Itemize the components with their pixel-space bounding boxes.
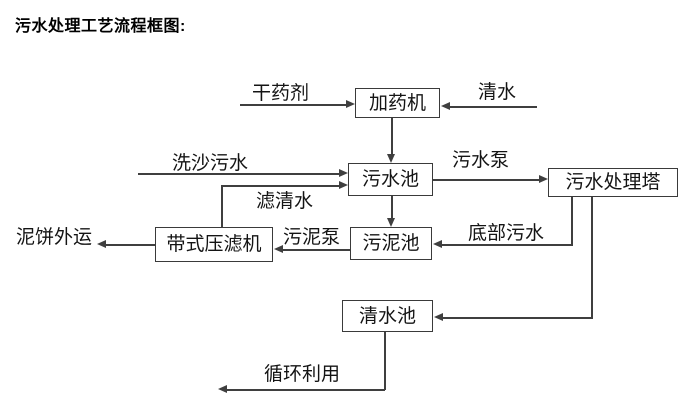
edge-dry-agent-line (240, 104, 346, 106)
edge-clean-water-line (450, 106, 537, 108)
edge-sludge-pump-arrowhead-icon (274, 245, 283, 253)
page-title: 污水处理工艺流程框图: (15, 18, 186, 35)
edge-mud-cake-line (106, 244, 155, 246)
edge-dosing-to-sewage-line (391, 118, 393, 154)
edge-mud-cake-arrowhead-icon (97, 240, 106, 248)
edge-label-dry-agent: 干药剂 (252, 83, 310, 104)
edge-label-recycling: 循环利用 (264, 364, 341, 385)
edge-tower-to-clear-arrowhead-icon (434, 313, 443, 321)
edge-recycling-vline (384, 332, 386, 390)
node-belt-filter-press: 带式压滤机 (155, 227, 273, 262)
edge-filtered-water-vline (221, 186, 223, 227)
edge-clean-water-arrowhead-icon (441, 102, 450, 110)
edge-dry-agent-arrowhead-icon (346, 100, 355, 108)
edge-label-sand-washing-sewage: 洗沙污水 (172, 153, 249, 174)
node-clear-water-pool: 清水池 (342, 300, 433, 332)
edge-label-sewage-pump: 污水泵 (452, 150, 510, 171)
node-treatment-tower: 污水处理塔 (548, 168, 678, 197)
edge-bottom-sewage-hline (442, 244, 572, 246)
edge-sand-washing-line (138, 173, 339, 175)
edge-label-mud-cake-transport: 泥饼外运 (16, 227, 93, 248)
edge-bottom-sewage-arrowhead-icon (433, 240, 442, 248)
edge-recycling-hline (227, 389, 385, 391)
edge-sewage-pump-arrowhead-icon (539, 175, 548, 183)
edge-sewage-to-sludge-arrowhead-icon (387, 218, 395, 227)
edge-sewage-pump-line (433, 179, 539, 181)
edge-label-filtered-clear-water: 滤清水 (256, 191, 314, 212)
edge-sewage-to-sludge-line (391, 196, 393, 218)
edge-label-bottom-sewage: 底部污水 (468, 223, 545, 244)
edge-dosing-to-sewage-arrowhead-icon (387, 154, 395, 163)
edge-recycling-arrowhead-icon (218, 385, 227, 393)
edge-label-sludge-pump: 污泥泵 (283, 227, 341, 248)
node-sludge-pool: 污泥池 (350, 227, 432, 260)
node-dosing-machine: 加药机 (355, 88, 440, 118)
edge-filtered-water-hline (221, 185, 339, 187)
edge-tower-to-clear-hline (443, 317, 592, 319)
edge-filtered-water-arrowhead-icon (339, 181, 348, 189)
edge-sludge-pump-line (283, 249, 350, 251)
edge-bottom-sewage-vline (571, 197, 573, 246)
node-sewage-pool: 污水池 (348, 163, 433, 196)
edge-sand-washing-arrowhead-icon (339, 169, 348, 177)
edge-label-clean-water: 清水 (478, 82, 517, 103)
edge-tower-to-clear-vline (591, 197, 593, 319)
